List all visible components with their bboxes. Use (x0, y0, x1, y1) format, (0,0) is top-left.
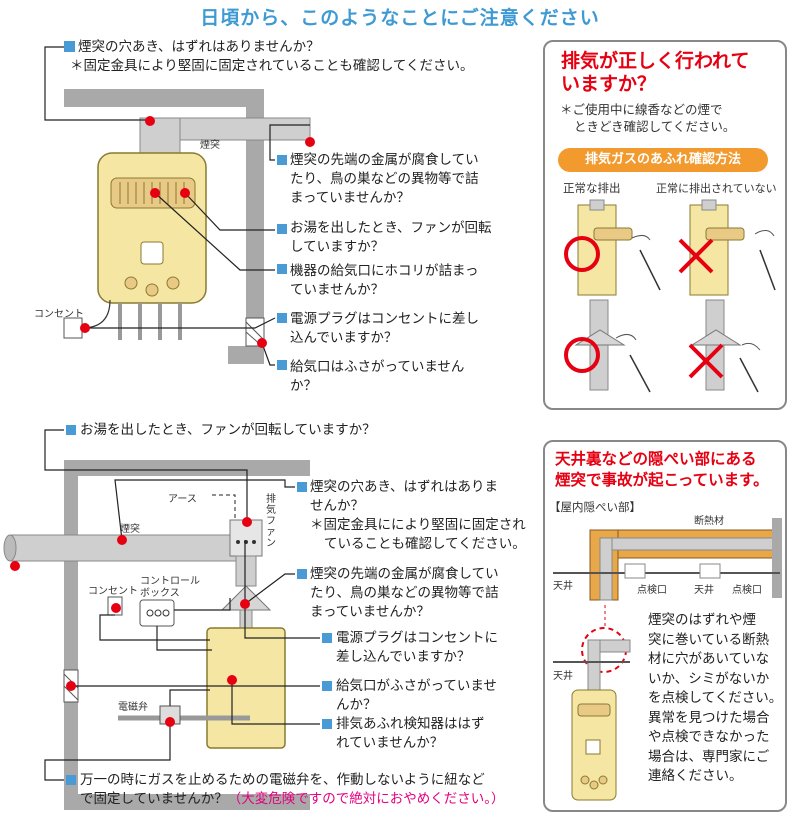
top-q5: 電源プラグはコンセントに差し込んでいますか？ (290, 311, 479, 346)
control-box-label: コントロールボックス (140, 576, 200, 599)
bottom-chimney-label: 煙突 (120, 524, 140, 535)
bullet-square (64, 41, 75, 52)
top-q6: 給気口はふさがっていませんか？ (290, 359, 465, 394)
top-right-wall (246, 89, 264, 364)
bottom-q7: 万一の時にガスを止めるための電磁弁を、作動しないように紐などで固定していませんか… (80, 772, 505, 807)
ceiling-description: 煙突のはずれや煙突に巻いている断熱材に穴があいていないか、シミがないかを点検して… (648, 612, 783, 784)
exhaust-note: ＊ご使用中に線香などの煙でときどき確認してください。 (560, 102, 736, 134)
normal-label: 正常な排出 (563, 181, 621, 195)
bottom-q1: お湯を出したとき、ファンが回転していますか？ (80, 422, 376, 438)
top-q4: 機器の給気口にホコリが詰まっていませんか？ (290, 263, 479, 298)
top-outlet-label: コンセント (34, 309, 84, 320)
valve-label: 電磁弁 (118, 702, 148, 713)
bottom-floor-wall (64, 794, 310, 810)
top-heater-body (97, 152, 207, 304)
indoor-label: 【屋内隠ぺい部】 (549, 500, 641, 514)
bottom-outlet-label: コンセント (88, 586, 138, 597)
top-ceiling-wall (64, 89, 264, 107)
bottom-q5: 給気口がふさがっていませんか？ (336, 678, 497, 713)
abnormal-label: 正常に排出されていない (656, 182, 777, 195)
top-q1: 煙突の穴あき、はずれはありませんか？ ＊固定金具により堅固に固定されていることも… (64, 38, 474, 76)
exhaust-method-badge: 排気ガスのあふれ確認方法 (558, 148, 768, 172)
warning-text: （大変危険ですので絶対におやめください。） (227, 791, 505, 807)
earth-label: アース (168, 494, 197, 505)
top-floor-wall (228, 346, 264, 364)
exhaust-heading: 排気が正しく行われていますか？ (561, 50, 750, 95)
bottom-q6: 排気あふれ検知器ははずれていませんか？ (336, 716, 485, 751)
fan-label: 排気ファン (266, 494, 276, 549)
bottom-left-wall (64, 460, 78, 810)
top-chimney-label: 煙突 (200, 140, 220, 151)
ceiling-label-2: 天井 (694, 585, 714, 596)
bottom-ceiling-wall (64, 460, 310, 476)
top-q3: お湯を出したとき、ファンが回転していますか？ (290, 220, 492, 255)
ceiling-label-3: 天井 (553, 671, 573, 682)
top-q2: 煙突の先端の金属が腐食していたり、鳥の巣などの異物等で詰まっていませんか？ (290, 152, 479, 206)
insulation-label: 断熱材 (694, 516, 724, 527)
ceiling-label-1: 天井 (553, 581, 573, 592)
bottom-q4: 電源プラグはコンセントに差し込んでいますか？ (336, 630, 498, 665)
bottom-q2: 煙突の穴あき、はずれはありませんか？＊固定金具ににより堅固に固定されていることも… (310, 479, 526, 552)
bottom-q3: 煙突の先端の金属が腐食していたり、鳥の巣などの異物等で詰まっていませんか？ (310, 566, 499, 620)
ceiling-heading: 天井裏などの隠ぺい部にある煙突で事故が起こっています。 (555, 450, 769, 489)
inspection-label-1: 点検口 (637, 585, 667, 596)
inspection-label-2: 点検口 (732, 585, 762, 596)
bottom-heater-body (206, 627, 286, 749)
page-title: 日頃から、このようなことにご注意ください (200, 7, 600, 29)
